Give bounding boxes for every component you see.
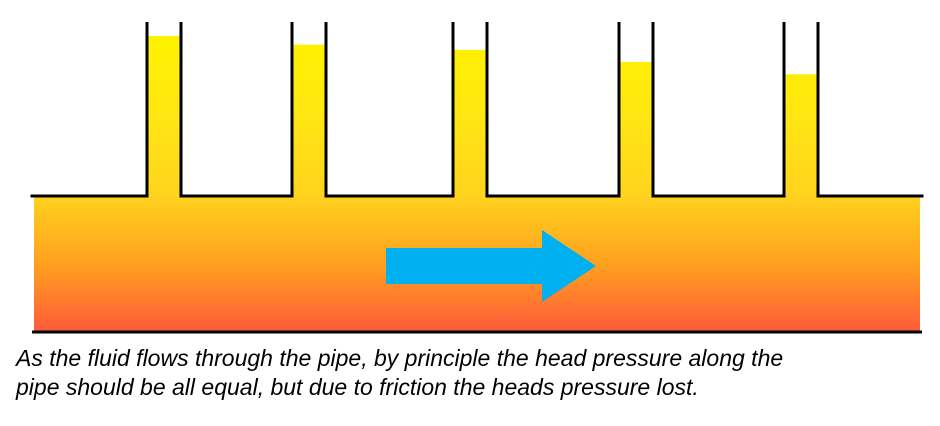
tube-1-fluid	[147, 35, 181, 198]
tube-3-fluid	[453, 49, 487, 199]
tube-4-fluid	[619, 62, 653, 198]
pipe-diagram	[30, 22, 924, 334]
tube-5-fluid	[784, 74, 818, 198]
flow-arrow-icon	[386, 230, 596, 302]
caption-text: As the fluid flows through the pipe, by …	[16, 345, 784, 400]
head-columns	[145, 22, 820, 199]
tube-2-fluid	[292, 44, 326, 199]
